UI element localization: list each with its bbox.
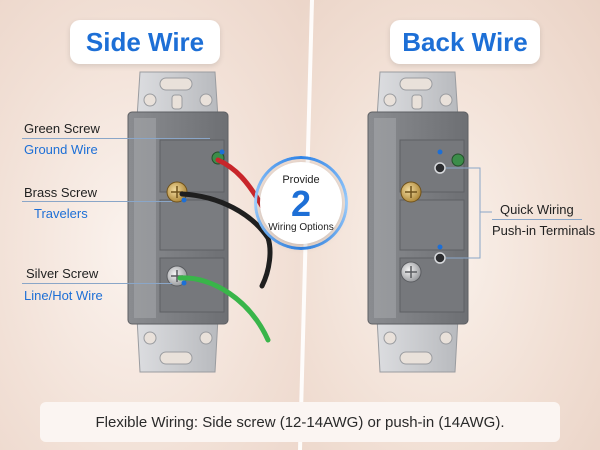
caption-bar: Flexible Wiring: Side screw (12-14AWG) o… [40, 402, 560, 442]
silver-screw-label: Silver Screw [26, 266, 99, 281]
brass-screw-leader [22, 201, 172, 202]
silver-screw-leader [22, 283, 172, 284]
ground-wire-label: Ground Wire [24, 142, 98, 157]
quick-wiring-label: Quick Wiring [500, 202, 574, 217]
push-in-hole-bottom [434, 252, 446, 264]
green-screw-label: Green Screw [24, 121, 100, 136]
wiring-options-badge: Provide 2 Wiring Options [260, 162, 342, 244]
line-hot-wire-label: Line/Hot Wire [24, 288, 103, 303]
side-wire-title: Side Wire [70, 20, 220, 64]
green-wire [177, 275, 271, 343]
back-wire-title: Back Wire [390, 20, 540, 64]
badge-options-text: Wiring Options [268, 221, 334, 233]
push-in-hole-top [434, 162, 446, 174]
brass-screw-label: Brass Screw [24, 185, 97, 200]
right-green-screw [451, 153, 465, 167]
badge-number: 2 [290, 182, 312, 224]
side-wire-switch [127, 71, 273, 373]
green-screw-leader [22, 138, 210, 139]
back-wire-switch [367, 71, 492, 373]
push-in-terminals-label: Push-in Terminals [492, 223, 596, 238]
badge-provide-text: Provide [282, 173, 320, 186]
quick-wiring-leader [492, 219, 582, 220]
caption-text: Flexible Wiring: Side screw (12-14AWG) o… [95, 413, 505, 431]
travelers-label: Travelers [34, 206, 88, 221]
